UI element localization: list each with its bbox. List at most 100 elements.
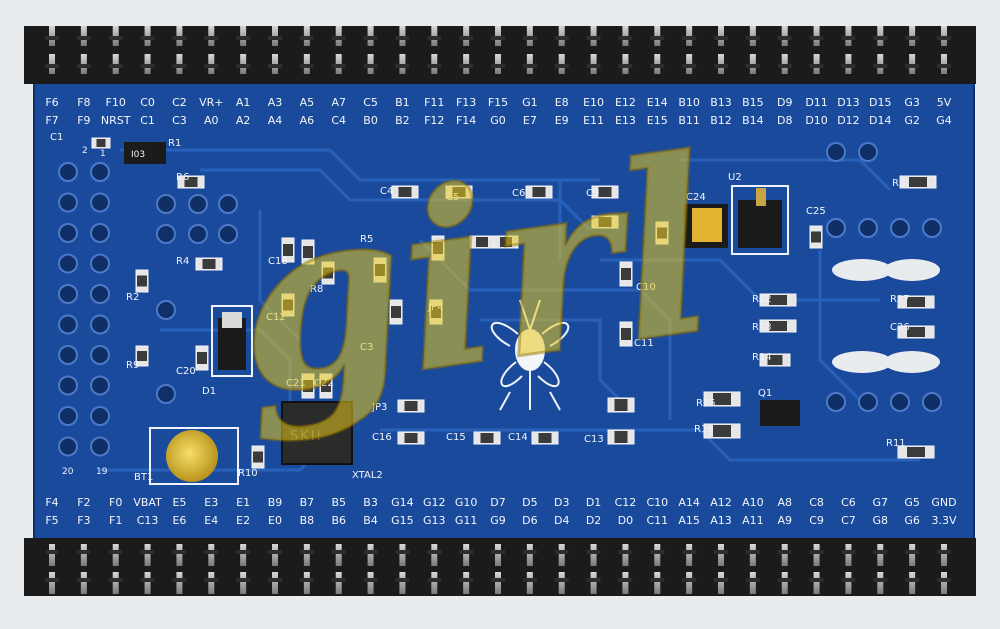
component-label-c12: C12 (266, 312, 286, 323)
bottom-pin-label: D2 (586, 514, 601, 527)
top-pin-label: B12 (710, 114, 732, 127)
top-pin-label: F14 (456, 114, 476, 127)
top-pin-header (24, 26, 976, 84)
top-pin-label: D14 (869, 114, 891, 127)
top-pin-label: C4 (331, 114, 346, 127)
through-hole (58, 375, 78, 396)
header-pin (590, 572, 597, 594)
header-pin (399, 572, 406, 594)
header-pin (80, 572, 87, 594)
diode-d1 (211, 305, 253, 377)
component-label-r3: R3 (892, 178, 905, 189)
bottom-pin-label: G15 (391, 514, 414, 527)
through-hole (58, 253, 78, 274)
top-pin-label: A7 (331, 96, 346, 109)
bottom-pin-label: D0 (618, 514, 633, 527)
top-pin-label: G1 (522, 96, 538, 109)
component-label-bt1: BT1 (134, 472, 153, 483)
top-pin-label: A2 (236, 114, 251, 127)
header-pin (49, 572, 55, 594)
header-pin (208, 544, 215, 566)
component-label-c5: C5 (446, 192, 459, 203)
header-pin (335, 572, 342, 594)
header-pin (877, 572, 884, 594)
header-pin (845, 544, 852, 566)
right-pads (826, 142, 942, 412)
component-label-c21: C21 (286, 378, 306, 389)
bottom-pin-label: G9 (490, 514, 506, 527)
bottom-pin-label: E3 (204, 496, 218, 509)
header-pin (399, 544, 406, 566)
through-hole (90, 192, 110, 213)
top-pin-label: E10 (583, 96, 604, 109)
bottom-pin-label: E1 (236, 496, 250, 509)
component-label-c1: C1 (50, 132, 63, 143)
top-pin-label: E15 (647, 114, 668, 127)
bottom-pin-label: D5 (522, 496, 537, 509)
bottom-pin-label: GND (931, 496, 956, 509)
header-pin (272, 572, 278, 594)
component-label-c11: C11 (634, 338, 654, 349)
bottom-pin-label: A9 (777, 514, 792, 527)
component-label-r15: R15 (696, 398, 716, 409)
bottom-pin-label: A15 (678, 514, 700, 527)
top-pin-label: F13 (456, 96, 476, 109)
component-label-c25: C25 (806, 206, 826, 217)
crystal-skii: SKII (281, 401, 353, 465)
top-pin-label: D15 (869, 96, 891, 109)
ldo-regulator-u2 (731, 185, 789, 255)
header-pin (558, 572, 565, 594)
bottom-pin-label: A11 (742, 514, 764, 527)
component-label-r8: R8 (310, 284, 323, 295)
component-label-xtal2: XTAL2 (352, 470, 383, 481)
header-pin (367, 572, 374, 594)
top-pin-label: D13 (837, 96, 859, 109)
bottom-pin-label: C11 (646, 514, 668, 527)
bottom-pin-label: G10 (455, 496, 478, 509)
top-pin-label: C2 (172, 96, 187, 109)
through-hole (90, 345, 110, 365)
coin-battery-bt1 (149, 427, 239, 485)
component-label-r12: R12 (752, 294, 772, 305)
top-pin-label: E13 (615, 114, 636, 127)
component-label-c13: C13 (584, 434, 604, 445)
watermark-text: girl (218, 105, 729, 451)
through-hole (58, 314, 78, 335)
bottom-pin-label: A8 (777, 496, 792, 509)
top-pin-label: 5V (937, 96, 952, 109)
component-label-r16: R16 (694, 424, 714, 435)
top-pin-label: B14 (742, 114, 764, 127)
pin-number-19: 19 (96, 467, 108, 477)
through-hole (90, 314, 110, 335)
header-pin (941, 572, 947, 594)
bottom-pin-label: D3 (554, 496, 569, 509)
top-pin-label: A5 (300, 96, 315, 109)
header-pin (718, 544, 724, 566)
component-label-r4: R4 (176, 256, 189, 267)
header-pin (463, 544, 470, 566)
top-pin-label: A3 (268, 96, 283, 109)
bottom-pin-label: G14 (391, 496, 414, 509)
bottom-pin-label: C13 (137, 514, 159, 527)
component-label-c16: C16 (372, 432, 392, 443)
pin-number-2: 2 (82, 146, 88, 156)
bottom-pin-label: B5 (331, 496, 346, 509)
pin-number-20: 20 (62, 467, 74, 477)
through-hole (90, 375, 110, 396)
through-hole (90, 284, 110, 304)
bottom-pin-label: E4 (204, 514, 218, 527)
bottom-pin-header (24, 538, 976, 596)
top-pin-label: G3 (904, 96, 920, 109)
header-pin (526, 544, 533, 566)
header-pin (590, 544, 597, 566)
component-label-c9: C9 (586, 188, 599, 199)
component-label-r9: R9 (126, 360, 139, 371)
through-hole (58, 162, 78, 182)
tantalum-capacitor-c24 (684, 204, 728, 248)
top-pin-label: B2 (395, 114, 410, 127)
through-hole (90, 253, 110, 274)
bottom-pin-label: G13 (423, 514, 446, 527)
component-label-c14: C14 (508, 432, 528, 443)
bottom-pin-label: D6 (522, 514, 537, 527)
